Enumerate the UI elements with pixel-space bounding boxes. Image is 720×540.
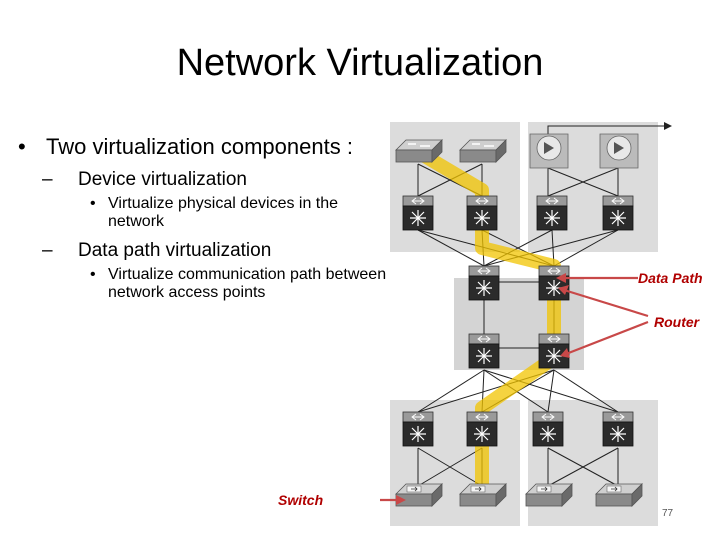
callout-arrowheads — [396, 273, 570, 505]
callout-switch: Switch — [278, 492, 324, 508]
router-icon — [466, 411, 498, 447]
router-icon — [402, 411, 434, 447]
router-icon — [466, 195, 498, 231]
switch-icon — [525, 483, 573, 507]
bullet-level2-device: – Device virtualization — [18, 168, 388, 191]
router-icon — [602, 195, 634, 231]
switch-icon — [395, 139, 443, 163]
router-icon — [532, 411, 564, 447]
callout-data-path: Data Path — [638, 270, 703, 286]
bullet-text-device-detail: Virtualize physical devices in the netwo… — [108, 195, 339, 230]
router-icon — [402, 195, 434, 231]
bullet-level3-datapath: • Virtualize communication path between … — [18, 266, 388, 302]
router-icon — [602, 411, 634, 447]
bullet-level3-device: • Virtualize physical devices in the net… — [18, 195, 388, 231]
switch-icon — [459, 139, 507, 163]
bullet-list: • Two virtualization components : – Devi… — [18, 134, 388, 302]
firewall-icon — [599, 133, 639, 169]
callout-router: Router — [654, 314, 700, 330]
bullet-text-components: Two virtualization components : — [46, 134, 353, 159]
slide-title: Network Virtualization — [176, 42, 544, 84]
router-icon — [536, 195, 568, 231]
switch-icon — [395, 483, 443, 507]
bullet-dot-icon: • — [90, 266, 96, 283]
bullet-text-device-virtualization: Device virtualization — [78, 169, 247, 190]
bullet-dot-icon: • — [90, 195, 96, 212]
flow-arrow-icon — [664, 122, 672, 130]
bullet-dash-icon: – — [42, 240, 53, 261]
network-diagram — [380, 122, 672, 526]
router-icon — [468, 265, 500, 301]
bullet-level2-datapath: – Data path virtualization — [18, 239, 388, 262]
page-number: 77 — [662, 508, 674, 519]
switch-icon — [595, 483, 643, 507]
bullet-level1: • Two virtualization components : — [18, 134, 388, 160]
router-icon — [468, 333, 500, 369]
bullet-text-datapath-virtualization: Data path virtualization — [78, 240, 272, 261]
callout-arrows — [380, 276, 649, 502]
switch-icon — [459, 483, 507, 507]
bullet-dash-icon: – — [42, 169, 53, 190]
bullet-text-datapath-detail: Virtualize communication path between ne… — [108, 266, 387, 301]
router-icon — [538, 265, 570, 301]
firewall-icon — [529, 133, 569, 169]
bullet-dot-icon: • — [18, 134, 26, 159]
